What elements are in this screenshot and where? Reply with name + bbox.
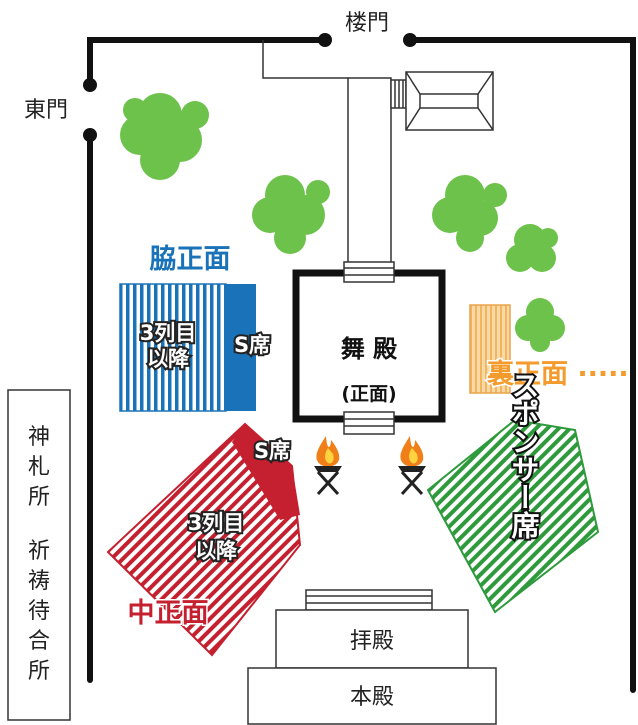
tree — [252, 175, 330, 254]
haiden-label: 拝殿 — [350, 629, 394, 654]
waki-seating — [119, 283, 256, 412]
naka-rear-rows-label: 3列目 以降 — [186, 509, 247, 565]
stage — [292, 261, 446, 435]
stage-label: 舞 殿 — [341, 335, 398, 363]
tree — [506, 224, 558, 272]
shrine-office-char: 待 — [28, 599, 50, 624]
brazier-left — [314, 436, 342, 496]
waki-rear-line2: 以降 — [147, 347, 190, 371]
honden-label: 本殿 — [350, 685, 394, 710]
ura-title: 裏正面 ····· — [486, 358, 629, 390]
shrine-office-char: 祷 — [28, 569, 50, 594]
shrine-office-char: 所 — [28, 659, 50, 684]
waki-title: 脇正面 — [150, 243, 231, 275]
tree — [432, 175, 507, 252]
tree — [120, 93, 209, 180]
brazier-right — [398, 436, 426, 496]
sponsor-label: スポンサー席 — [506, 369, 543, 542]
shrine-office-building — [7, 389, 71, 721]
naka-rear-line2: 以降 — [195, 539, 238, 563]
corridor — [262, 40, 392, 265]
waki-s-seat-label: S席 — [234, 333, 270, 357]
side-building — [390, 71, 494, 131]
shrine-office-char: 神 — [28, 425, 50, 450]
haiden-building — [275, 589, 469, 669]
sponsor-label-text: スポンサー席 — [508, 371, 541, 540]
stage-sub-label: (正面) — [341, 383, 396, 405]
waki-rear-rows-label: 3列目 以降 — [138, 319, 199, 373]
honden-building — [247, 667, 497, 725]
shrine-office-char: 札 — [28, 455, 50, 480]
naka-title: 中正面 — [128, 598, 209, 629]
gate-posts — [83, 33, 417, 142]
sponsor-seating — [426, 418, 600, 614]
shrine-office-char: 所 — [28, 485, 50, 510]
east-gate-label: 東門 — [24, 98, 68, 123]
waki-rear-line1: 3列目 — [140, 321, 197, 345]
tree — [515, 298, 565, 352]
shrine-office-char: 祈 — [28, 539, 50, 564]
shrine-office-char: 合 — [28, 629, 50, 654]
ura-seating — [469, 304, 511, 394]
shrine-office-label: 神 札 所 祈 祷 待 合 所 — [28, 425, 50, 684]
north-gate-label: 楼門 — [345, 11, 389, 36]
trees — [120, 93, 565, 352]
perimeter-wall — [87, 37, 636, 693]
naka-rear-line1: 3列目 — [188, 511, 245, 535]
naka-s-seat-label: S席 — [254, 439, 290, 463]
naka-seating — [106, 422, 302, 657]
